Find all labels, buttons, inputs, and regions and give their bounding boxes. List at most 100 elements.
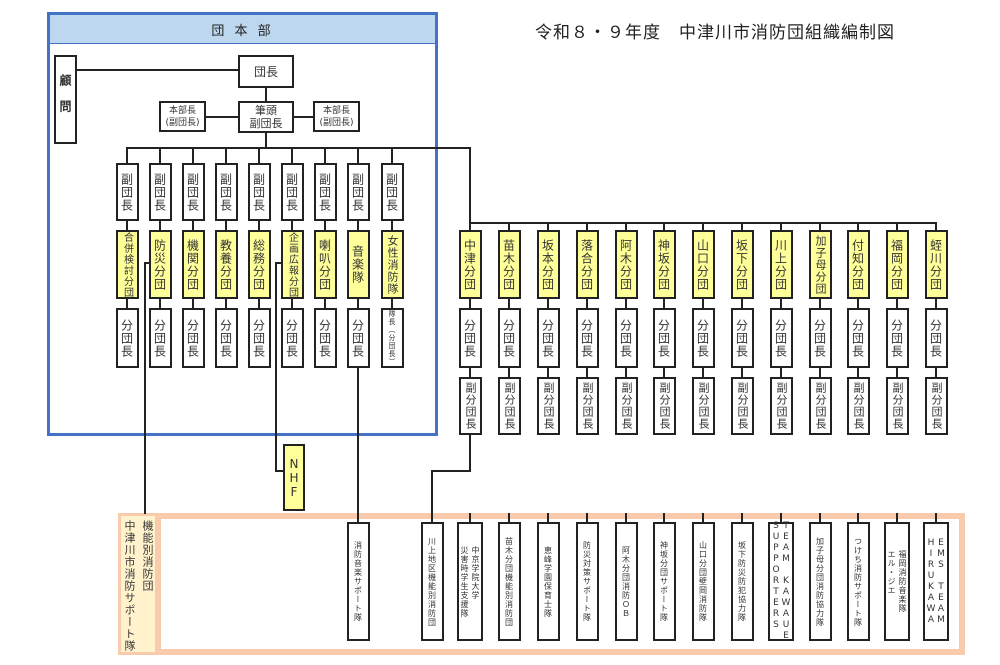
connector-line (625, 299, 627, 308)
hq-leader-box: 分団長 (280, 308, 304, 368)
support-team-box: 中京学院大学 災害時学生支援隊 (457, 522, 483, 641)
connector-line (857, 299, 859, 308)
connector-line (126, 147, 128, 163)
support-team-box: 山口分団壁岡消防隊 (691, 522, 715, 641)
hq-deputy-box: 副団長 (380, 163, 404, 221)
district-vice-box: 副分団長 (536, 377, 560, 435)
connector-line (192, 147, 194, 163)
chart-title: 令和８・９年度 中津川市消防団組織編制図 (535, 23, 895, 43)
connector-line (508, 222, 510, 230)
district-unit-box: 阿木分団 (614, 230, 638, 299)
connector-line (324, 147, 326, 163)
hq-unit-box: 総務分団 (247, 230, 271, 299)
support-team-box: 加子母分団消防協力隊 (808, 522, 832, 641)
district-vice-box: 副分団長 (730, 377, 754, 435)
district-vice-box: 副分団長 (924, 377, 948, 435)
hq-deputy-box: 副団長 (313, 163, 337, 221)
connector-line (508, 299, 510, 308)
connector-line (258, 221, 260, 230)
connector-line (126, 221, 128, 230)
connector-line (275, 262, 277, 471)
hq-deputy-box: 副団長 (214, 163, 238, 221)
district-unit-box: 苗木分団 (497, 230, 521, 299)
hq-deputy-box: 副団長 (148, 163, 172, 221)
hq-deputy-box: 副団長 (115, 163, 139, 221)
district-unit-box: 神坂分団 (652, 230, 676, 299)
connector-line (663, 368, 665, 377)
support-team-box: TEAM KAWAUE SUPPORTERS (768, 521, 794, 642)
hq-unit-box: 企画広報分団 (280, 230, 304, 299)
hq-leader-box: 分団長 (313, 308, 337, 368)
support-team-box: 神坂分団サポート隊 (652, 522, 676, 641)
hq-leader-box: 分団長 (181, 308, 205, 368)
district-leader-box: 分団長 (846, 308, 870, 368)
connector-line (145, 262, 151, 264)
district-vice-box: 副分団長 (885, 377, 909, 435)
connector-line (663, 222, 665, 230)
connector-line (192, 221, 194, 230)
connector-line (357, 147, 359, 163)
connector-line (469, 368, 471, 377)
connector-line (780, 368, 782, 377)
district-leader-box: 分団長 (497, 308, 521, 368)
connector-line (159, 221, 161, 230)
connector-line (857, 222, 859, 230)
district-unit-box: 坂本分団 (536, 230, 560, 299)
connector-line (547, 368, 549, 377)
connector-line (291, 147, 293, 163)
connector-line (225, 147, 227, 163)
support-team-box: 坂下防災防犯協力隊 (730, 522, 754, 641)
connector-line (324, 221, 326, 230)
hq-unit-box: 女性消防隊 (380, 230, 404, 299)
connector-line (469, 435, 471, 471)
connector-line (702, 368, 704, 377)
district-leader-box: 分団長 (691, 308, 715, 368)
hq-unit-box: 防災分団 (148, 230, 172, 299)
connector-line (357, 299, 359, 308)
support-team-box: 消防音楽サポート隊 (346, 522, 370, 641)
connector-line (896, 299, 898, 308)
district-vice-box: 副分団長 (808, 377, 832, 435)
connector-line (291, 299, 293, 308)
connector-line (126, 299, 128, 308)
connector-line (896, 368, 898, 377)
connector-line (547, 513, 549, 523)
district-unit-box: 落合分団 (575, 230, 599, 299)
connector-line (857, 368, 859, 377)
connector-line (357, 368, 359, 514)
connector-line (625, 513, 627, 523)
connector-line (144, 262, 146, 514)
hq-leader-box: 分団長 (214, 308, 238, 368)
connector-line (663, 513, 665, 523)
support-label-line2: 中津川市消防サポート隊 (123, 520, 136, 652)
connector-line (819, 513, 821, 523)
connector-line (780, 513, 782, 523)
support-team-box: 苗木分団機能別消防団 (497, 522, 521, 641)
district-leader-box: 分団長 (808, 308, 832, 368)
hq-frame (47, 12, 438, 436)
support-team-box: 福岡消防音楽隊 エル・ジエ (884, 522, 910, 641)
connector-line (935, 368, 937, 377)
hq-unit-box: 喇叭分団 (313, 230, 337, 299)
hq-unit-box: 機関分団 (181, 230, 205, 299)
connector-line (741, 222, 743, 230)
hq-leader-box: 分団長 (115, 308, 139, 368)
connector-line (819, 368, 821, 377)
nhf-box: NHF (283, 444, 305, 511)
district-leader-box: 分団長 (769, 308, 793, 368)
district-vice-box: 副分団長 (652, 377, 676, 435)
connector-line (469, 147, 471, 223)
support-team-box: 防災対策サポート隊 (575, 522, 599, 641)
hq-deputy-box: 副団長 (280, 163, 304, 221)
hq-unit-box: 合併検討分団 (115, 230, 139, 299)
connector-line (586, 222, 588, 230)
division-head-left: 本部長 (副団長) (159, 101, 206, 132)
connector-line (357, 221, 359, 230)
connector-line (469, 222, 471, 230)
district-unit-box: 川上分団 (769, 230, 793, 299)
hq-leader-box: 分団長 (148, 308, 172, 368)
support-team-box: 川上地区機能別消防団 (420, 522, 444, 641)
hq-header: 団 本 部 (50, 15, 435, 44)
connector-line (663, 299, 665, 308)
hq-deputy-box: 副団長 (181, 163, 205, 221)
